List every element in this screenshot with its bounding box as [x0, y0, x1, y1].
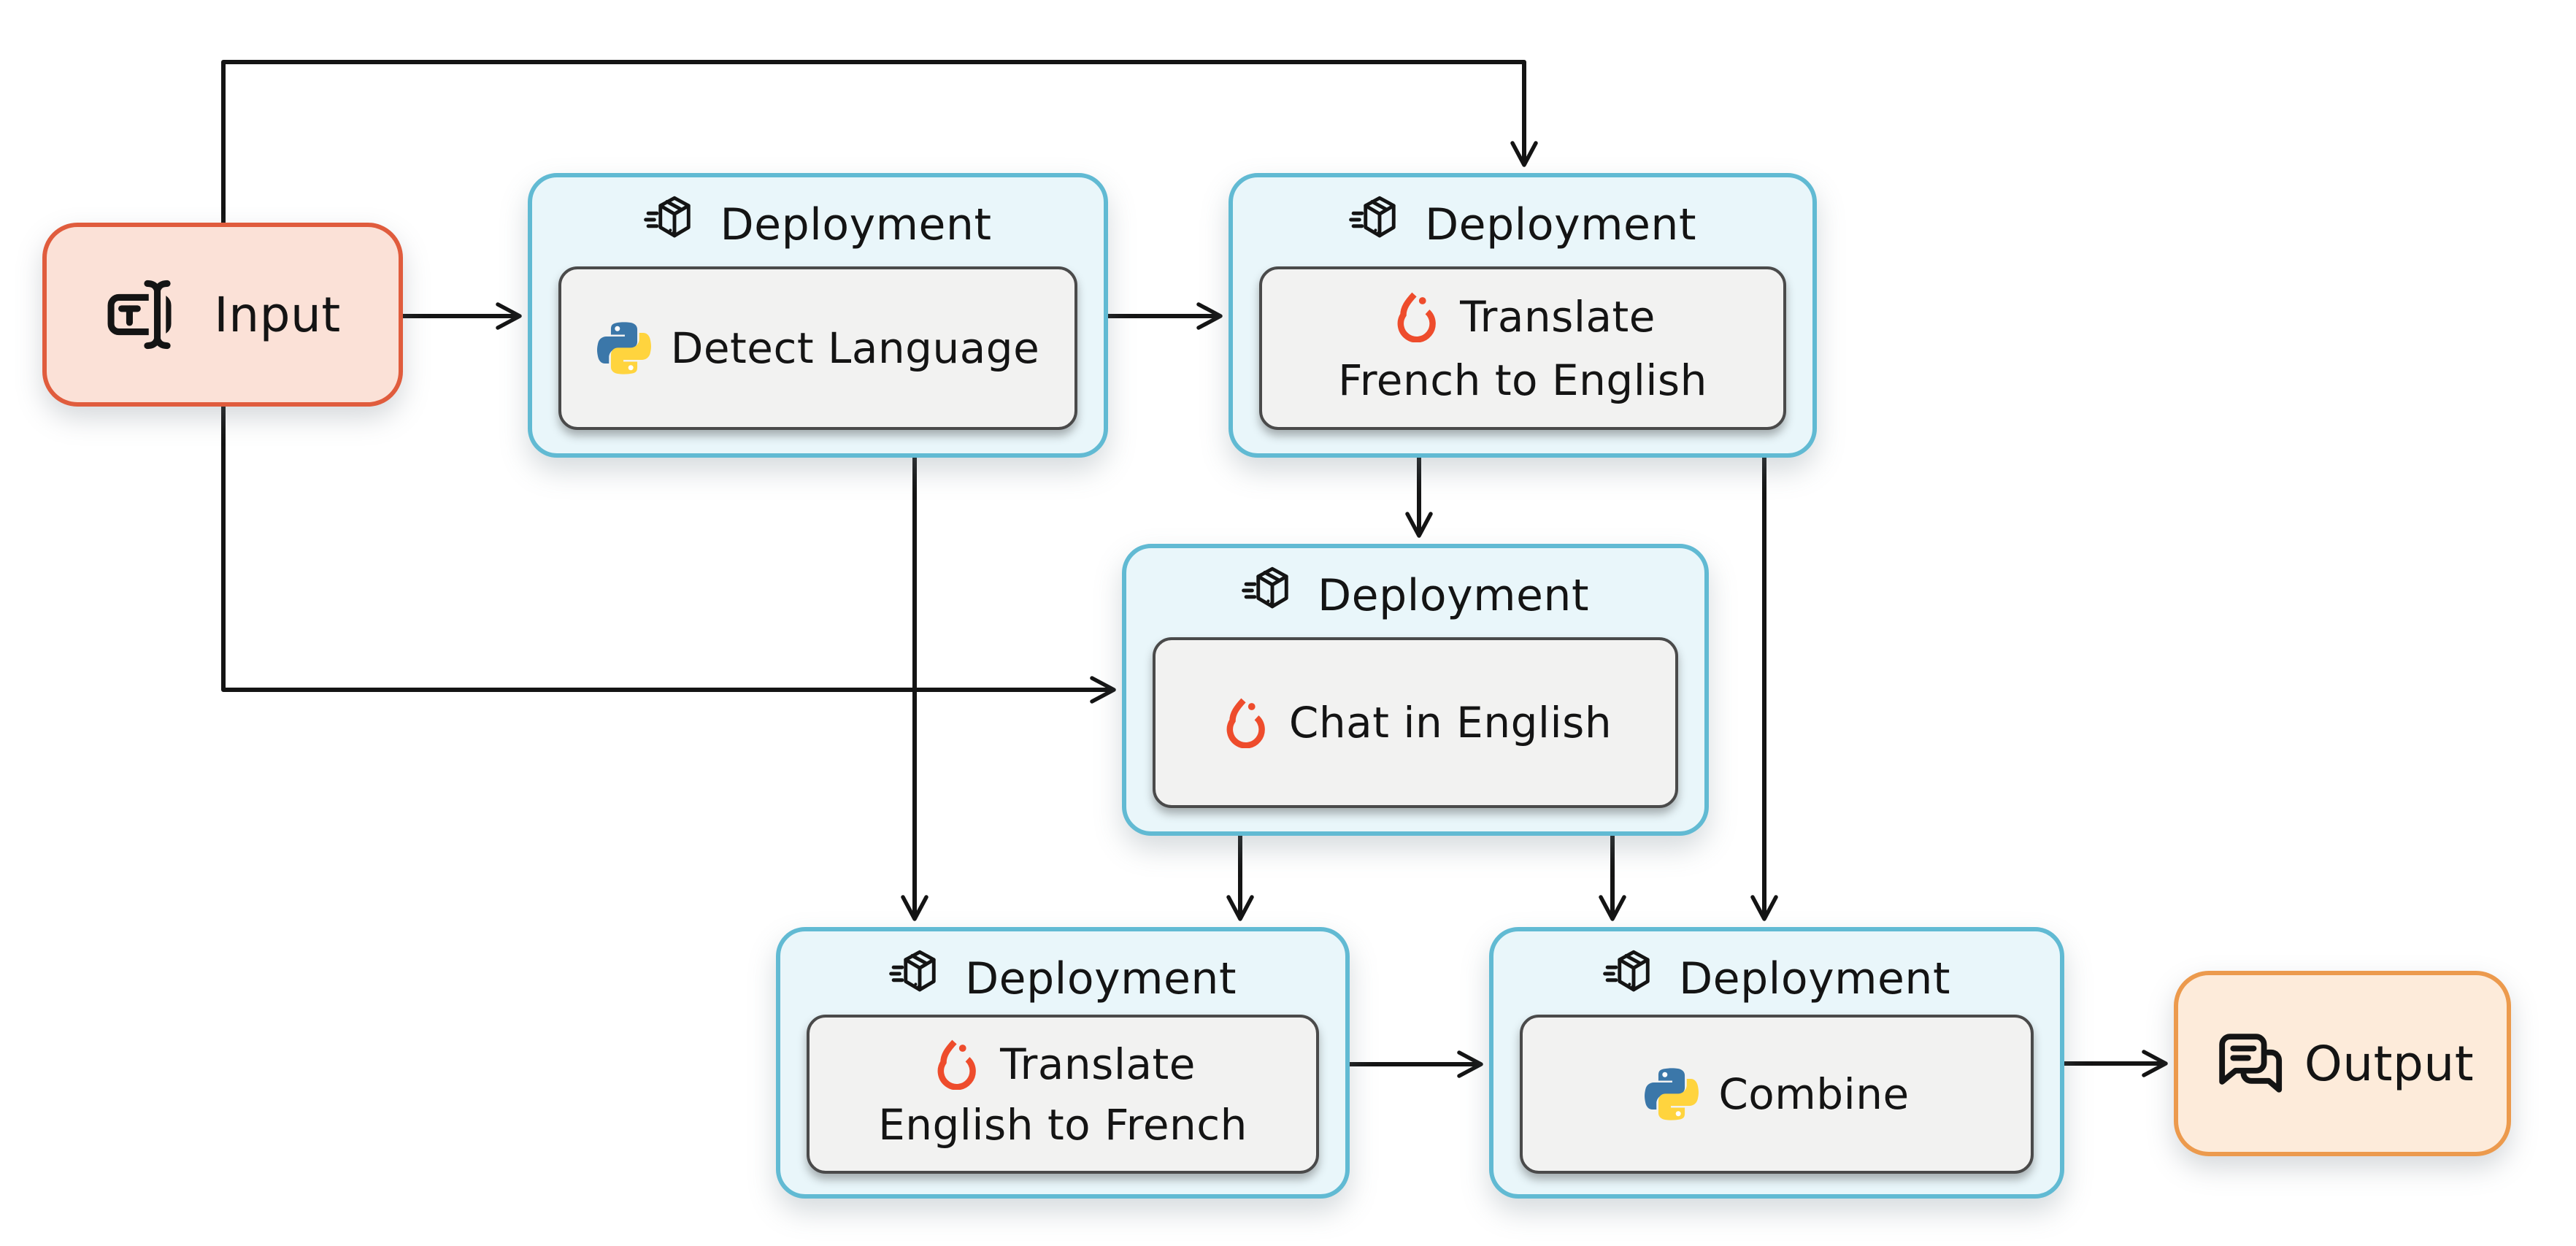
op-translate-english-to-french: Translate English to French — [807, 1015, 1319, 1174]
deployment-header: Deployment — [1126, 564, 1704, 627]
deployment-header: Deployment — [780, 947, 1345, 1010]
chat-bubbles-icon — [2211, 1026, 2287, 1101]
input-node: Input — [42, 223, 403, 407]
op-translate-french-to-english: Translate French to English — [1259, 266, 1786, 430]
deployment-header: Deployment — [532, 193, 1104, 256]
deployment-package-icon — [889, 948, 950, 1010]
deployment-title: Deployment — [964, 953, 1237, 1004]
op-detect-language: Detect Language — [558, 266, 1077, 430]
op-label-line2: French to English — [1338, 355, 1707, 405]
pytorch-icon — [930, 1039, 981, 1090]
deployment-card-translate-french-to-english: Deployment Translate French to English — [1229, 173, 1817, 458]
op-label: Combine — [1718, 1069, 1910, 1119]
op-label-line1: Translate — [1460, 292, 1656, 342]
op-combine: Combine — [1520, 1015, 2034, 1174]
deployment-card-detect-language: Deployment Detect Language — [528, 173, 1108, 458]
deployment-header: Deployment — [1493, 947, 2060, 1010]
python-icon — [1645, 1068, 1699, 1120]
deployment-title: Deployment — [720, 199, 992, 250]
deployment-package-icon — [1603, 948, 1664, 1010]
op-label-line2: English to French — [878, 1100, 1247, 1150]
deployment-header: Deployment — [1233, 193, 1812, 256]
deployment-title: Deployment — [1424, 199, 1696, 250]
python-icon — [596, 322, 651, 374]
deployment-package-icon — [1242, 565, 1303, 626]
input-label: Input — [214, 286, 341, 343]
output-node: Output — [2174, 971, 2511, 1156]
deployment-card-chat-in-english: Deployment Chat in English — [1122, 544, 1709, 836]
deployment-card-combine: Deployment Combine — [1489, 927, 2064, 1199]
text-input-icon — [104, 272, 189, 357]
op-chat-in-english: Chat in English — [1153, 637, 1678, 808]
pytorch-icon — [1219, 697, 1270, 748]
pytorch-icon — [1390, 291, 1441, 342]
op-label-line1: Translate — [1000, 1039, 1196, 1089]
deployment-title: Deployment — [1317, 570, 1589, 621]
deployment-card-translate-english-to-french: Deployment Translate English to French — [776, 927, 1350, 1199]
deployment-package-icon — [644, 194, 705, 255]
deployment-title: Deployment — [1678, 953, 1950, 1004]
op-label: Detect Language — [670, 323, 1040, 373]
deployment-package-icon — [1349, 194, 1410, 255]
op-label: Chat in English — [1288, 698, 1612, 747]
output-label: Output — [2304, 1035, 2475, 1092]
